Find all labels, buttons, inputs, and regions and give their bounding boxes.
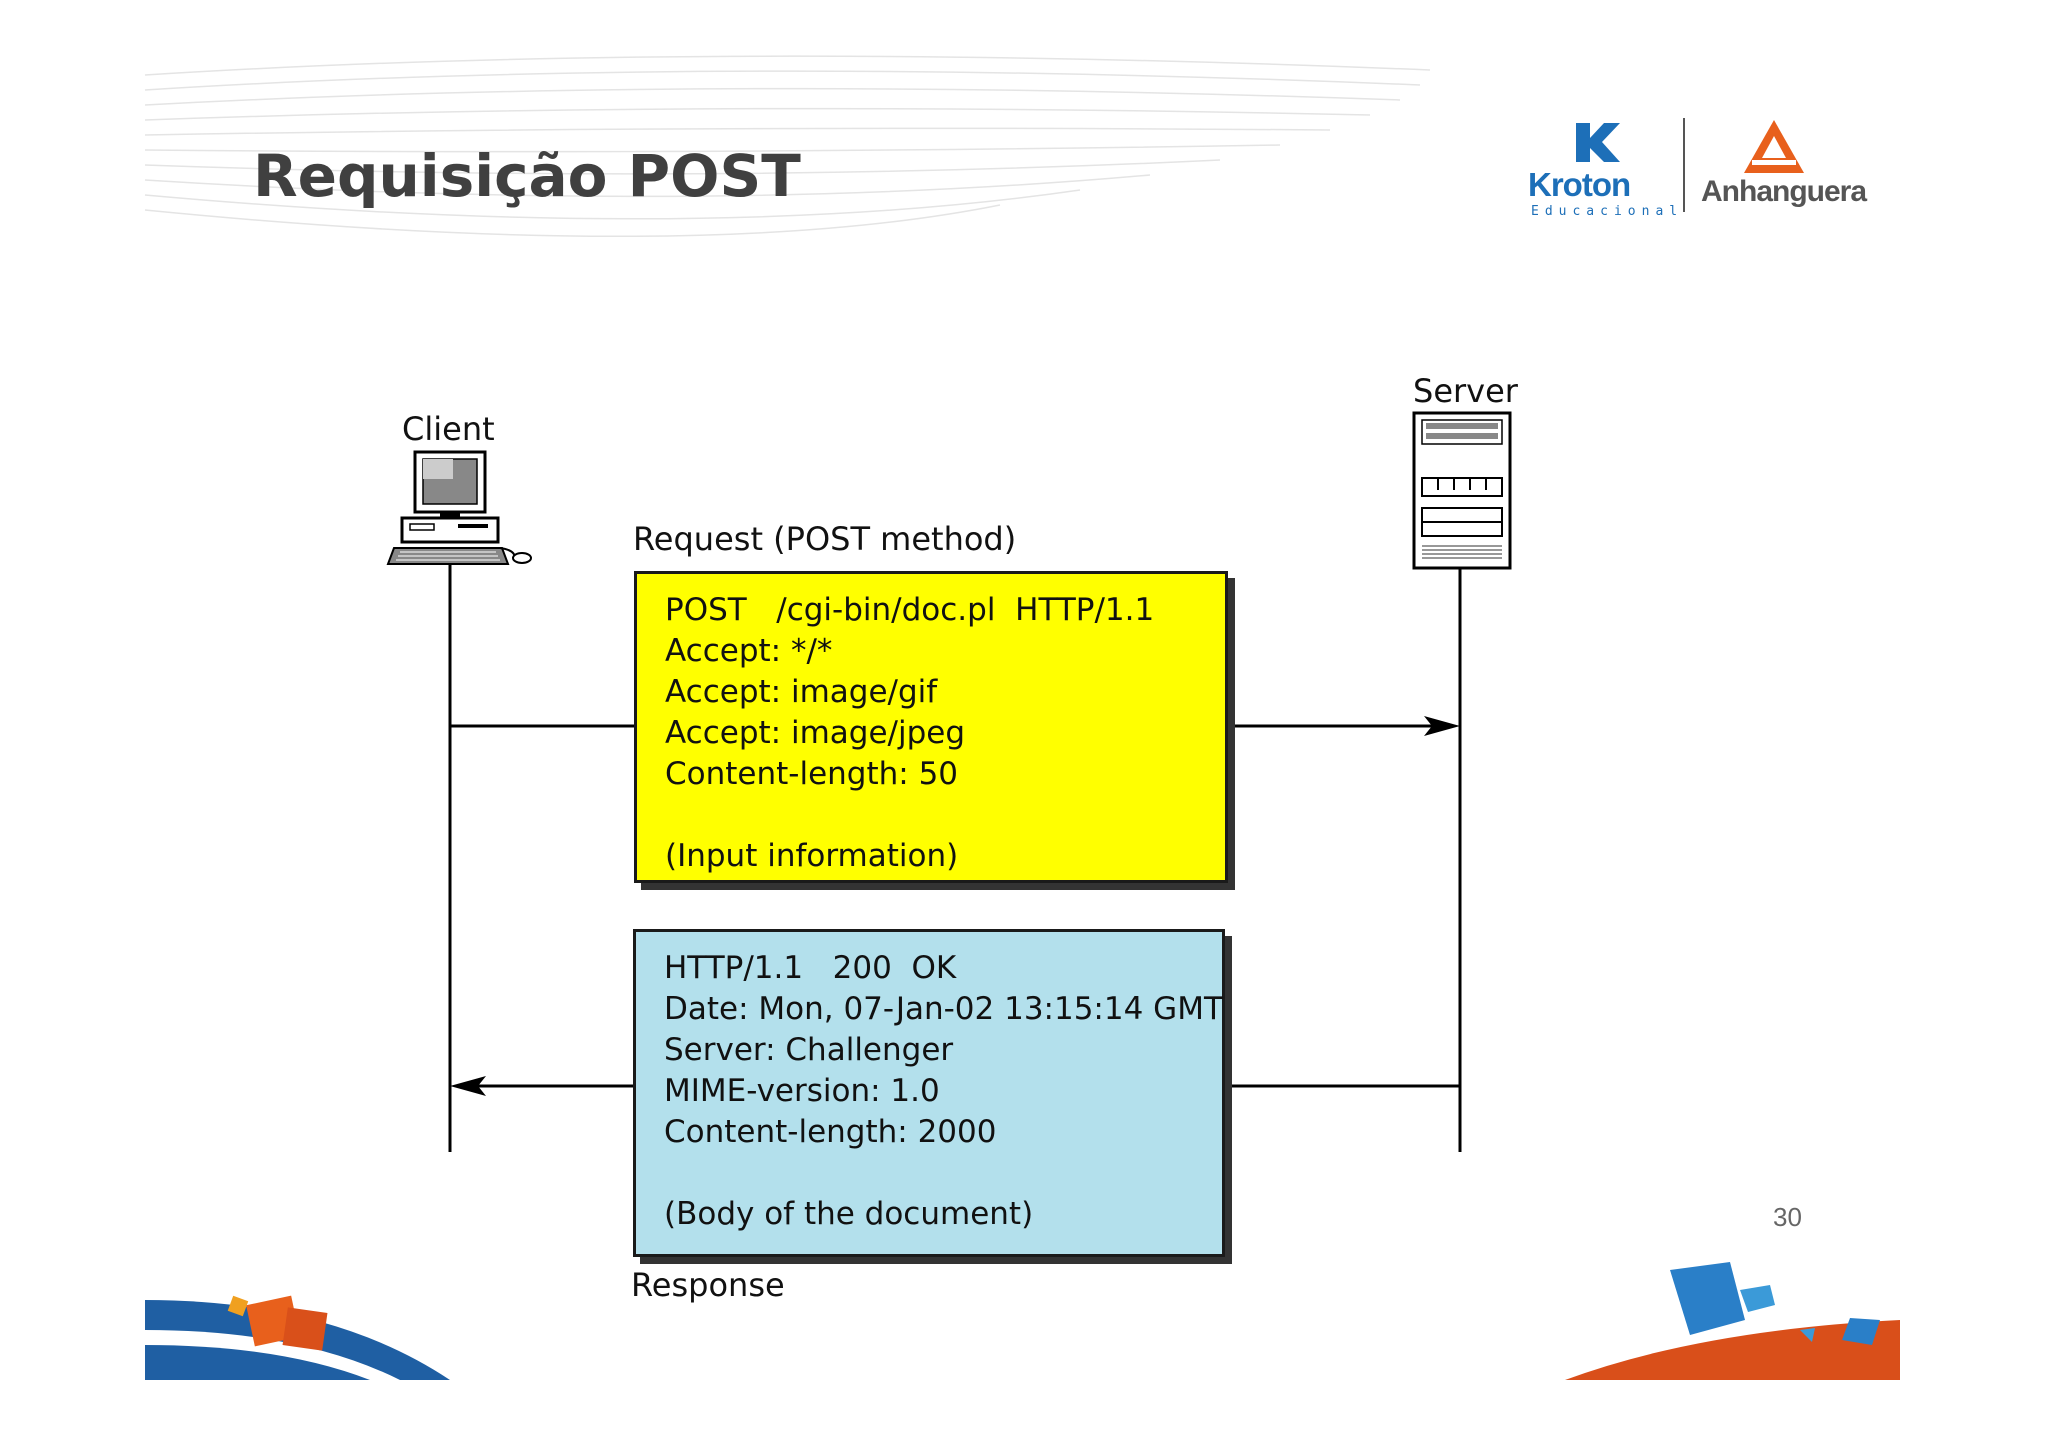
- client-computer-icon: [386, 450, 532, 565]
- request-label: Request (POST method): [633, 520, 1017, 558]
- kroton-k-icon: [1576, 123, 1620, 162]
- request-body-line: (Input information): [665, 838, 959, 874]
- request-header-line: Accept: image/jpeg: [665, 715, 965, 751]
- response-header-line: Date: Mon, 07-Jan-02 13:15:14 GMT: [664, 991, 1223, 1027]
- response-arrowhead-icon: [450, 1076, 486, 1096]
- bottom-right-ribbon: [1565, 1262, 1900, 1380]
- request-header-line: Accept: image/gif: [665, 674, 938, 710]
- blank-line: [665, 795, 1197, 836]
- server-icon: [1412, 411, 1512, 570]
- response-header-line: Content-length: 2000: [664, 1114, 997, 1150]
- anhanguera-triangle-icon: [1744, 120, 1804, 173]
- request-header-line: Content-length: 50: [665, 756, 959, 792]
- server-label: Server: [1413, 372, 1518, 410]
- kroton-subtitle: Educacional: [1531, 204, 1684, 219]
- response-message-box: HTTP/1.1 200 OK Date: Mon, 07-Jan-02 13:…: [633, 929, 1225, 1257]
- blank-line: [664, 1153, 1194, 1194]
- client-label: Client: [402, 410, 495, 448]
- request-header-line: Accept: */*: [665, 633, 833, 669]
- response-header-line: MIME-version: 1.0: [664, 1073, 940, 1109]
- request-line: POST /cgi-bin/doc.pl HTTP/1.1: [665, 592, 1155, 628]
- request-message-box: POST /cgi-bin/doc.pl HTTP/1.1 Accept: */…: [634, 571, 1228, 883]
- response-header-line: Server: Challenger: [664, 1032, 954, 1068]
- slide-title: Requisição POST: [253, 142, 801, 210]
- anhanguera-wordmark: Anhanguera: [1701, 175, 1867, 208]
- kroton-logo: Kroton Educacional: [1528, 118, 1677, 219]
- response-label: Response: [631, 1266, 785, 1304]
- response-body-line: (Body of the document): [664, 1196, 1034, 1232]
- kroton-wordmark: Kroton: [1528, 166, 1631, 203]
- status-line: HTTP/1.1 200 OK: [664, 950, 957, 986]
- title-swoosh: [144, 55, 1431, 238]
- request-arrowhead-icon: [1424, 716, 1460, 736]
- page-number: 30: [1773, 1202, 1802, 1232]
- bottom-left-ribbon: [145, 1295, 450, 1380]
- logo-divider: [1683, 118, 1685, 212]
